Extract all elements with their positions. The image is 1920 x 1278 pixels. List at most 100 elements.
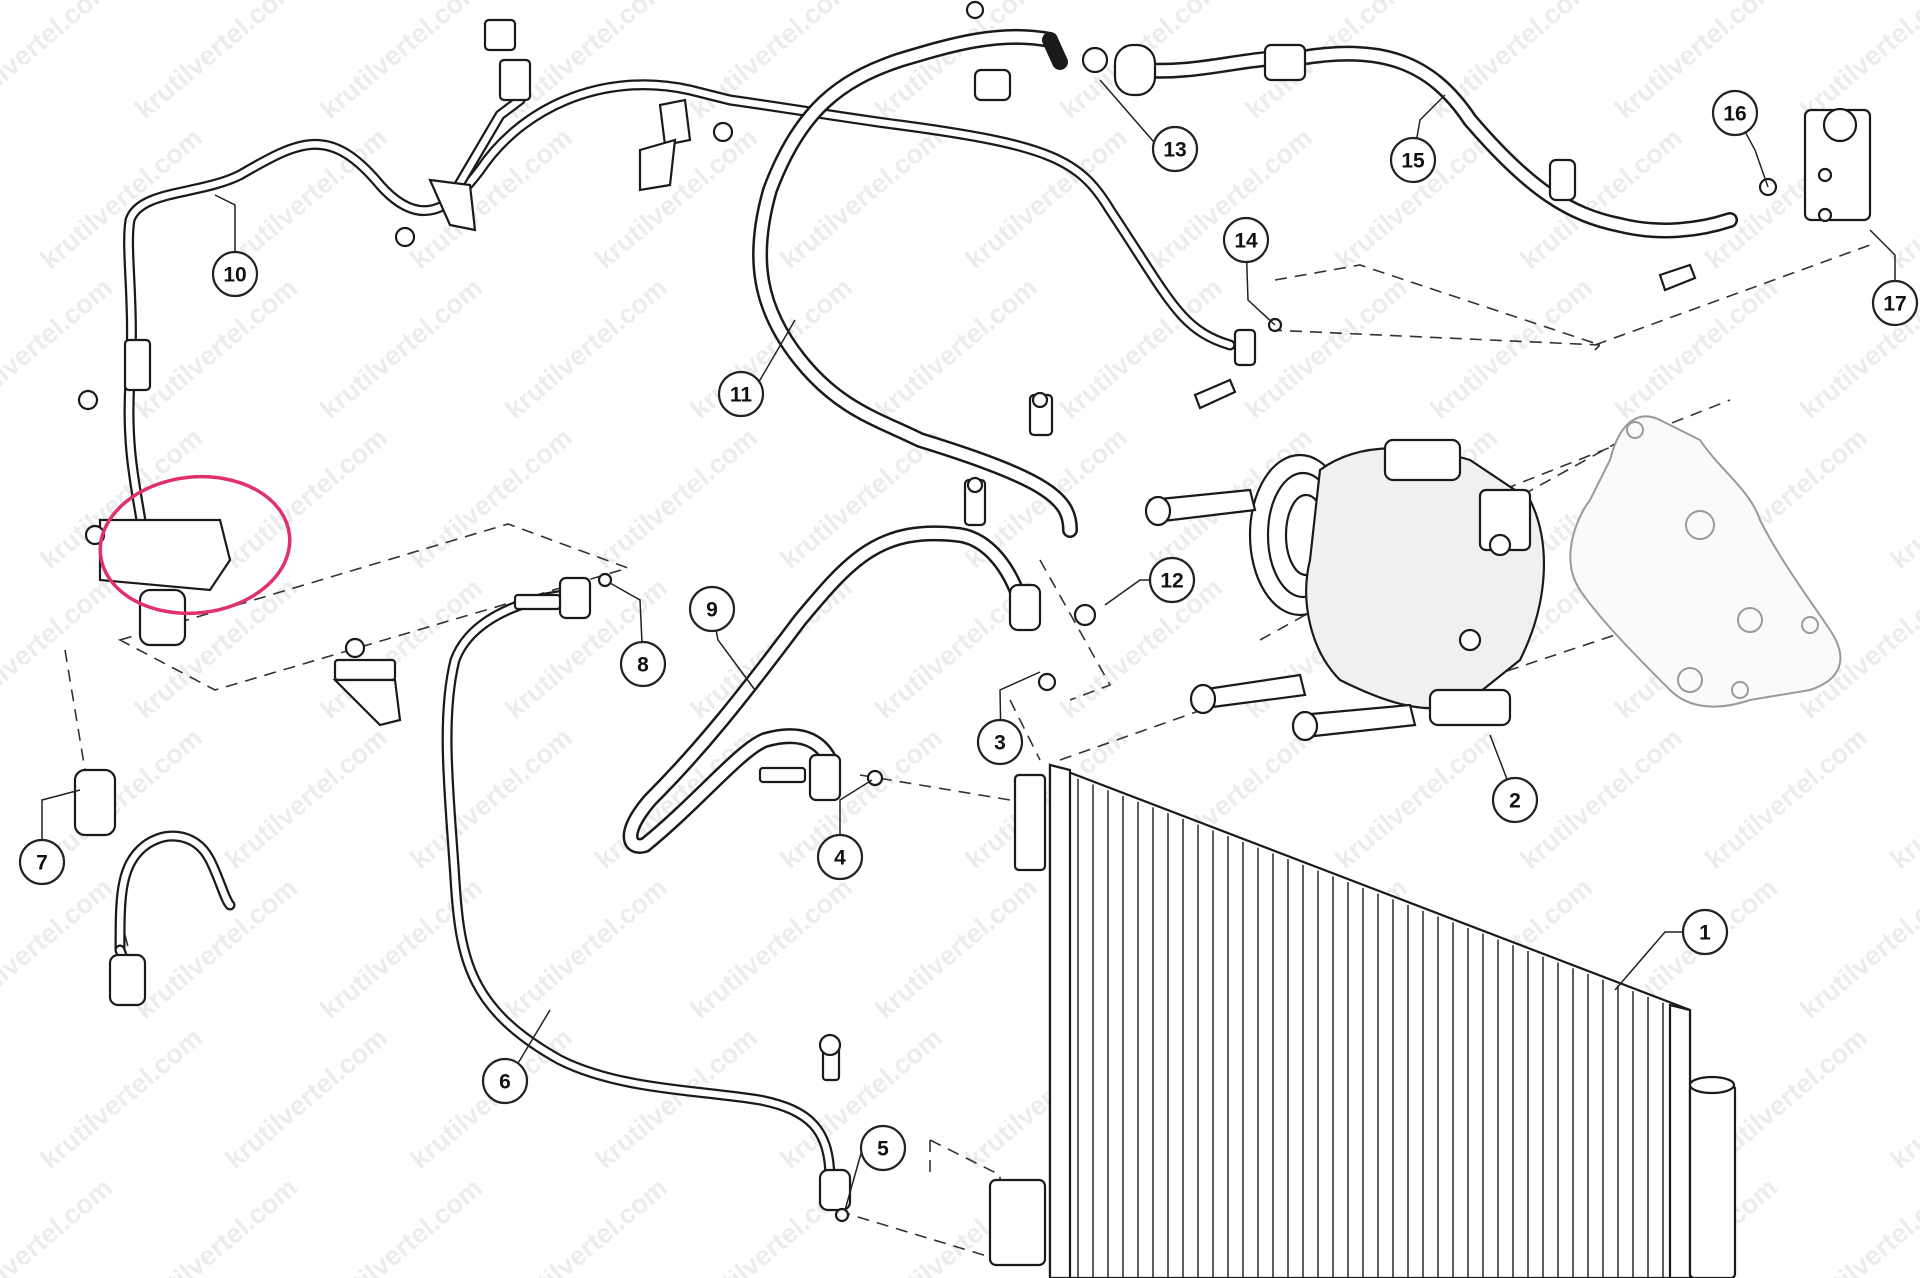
watermark-text: krutilvertel.com: [405, 122, 578, 274]
compressor-2: [1144, 438, 1546, 742]
callout-17: 17: [1871, 279, 1919, 327]
callout-label: 15: [1401, 150, 1425, 173]
callout-2: 2: [1491, 776, 1539, 824]
watermark-text: krutilvertel.com: [220, 722, 393, 874]
watermark-text: krutilvertel.com: [35, 122, 208, 274]
condenser-1: [988, 763, 1737, 1278]
watermark-text: krutilvertel.com: [220, 1022, 393, 1174]
callout-label: 1: [1699, 922, 1711, 945]
callout-6: 6: [481, 1057, 529, 1105]
callout-11: 11: [717, 370, 765, 418]
watermark-text: krutilvertel.com: [0, 1172, 118, 1278]
callout-label: 3: [994, 732, 1006, 755]
watermark-text: krutilvertel.com: [1885, 122, 1920, 274]
watermark-text: krutilvertel.com: [1515, 722, 1688, 874]
callout-label: 6: [499, 1071, 511, 1094]
callout-12: 12: [1148, 556, 1196, 604]
watermark-text: krutilvertel.com: [1610, 272, 1783, 424]
watermark-text: krutilvertel.com: [1700, 722, 1873, 874]
callout-circle: [1491, 776, 1539, 824]
watermark-text: krutilvertel.com: [220, 422, 393, 574]
callout-4: 4: [816, 833, 864, 881]
compressor-bracket: [1569, 415, 1842, 708]
callout-label: 9: [706, 599, 718, 622]
callout-8: 8: [619, 640, 667, 688]
highlight-circle: [98, 474, 292, 616]
callout-circle: [688, 585, 736, 633]
watermark-text: krutilvertel.com: [870, 872, 1043, 1024]
callout-circle: [976, 718, 1024, 766]
callout-label: 13: [1163, 139, 1186, 162]
callout-10: 10: [211, 250, 259, 298]
callout-label: 16: [1723, 103, 1746, 126]
callout-label: 4: [834, 847, 846, 870]
watermark-text: krutilvertel.com: [0, 572, 118, 724]
callout-9: 9: [688, 585, 736, 633]
callout-label: 2: [1509, 790, 1521, 813]
watermark-text: krutilvertel.com: [0, 872, 118, 1024]
callout-circle: [717, 370, 765, 418]
watermark-text: krutilvertel.com: [315, 272, 488, 424]
callout-label: 14: [1234, 230, 1258, 253]
callout-5: 5: [859, 1124, 907, 1172]
watermark-text: krutilvertel.com: [685, 872, 858, 1024]
watermark-text: krutilvertel.com: [500, 1172, 673, 1278]
watermark-text: krutilvertel.com: [130, 0, 303, 125]
callout-16: 16: [1711, 89, 1759, 137]
watermark-text: krutilvertel.com: [1330, 722, 1503, 874]
watermark-text: krutilvertel.com: [130, 272, 303, 424]
watermark-text: krutilvertel.com: [1795, 1172, 1920, 1278]
watermark-text: krutilvertel.com: [775, 122, 948, 274]
callout-circle: [1148, 556, 1196, 604]
callout-circle: [1711, 89, 1759, 137]
callout-label: 7: [36, 852, 48, 875]
watermark-text: krutilvertel.com: [590, 122, 763, 274]
callout-circle: [18, 838, 66, 886]
callout-3: 3: [976, 718, 1024, 766]
hose-15: [1132, 45, 1738, 239]
watermark-text: krutilvertel.com: [130, 1172, 303, 1278]
callout-label: 12: [1160, 570, 1183, 593]
callout-circle: [619, 640, 667, 688]
watermark-text: krutilvertel.com: [1795, 0, 1920, 125]
hose-9: [622, 525, 1028, 854]
watermark-text: krutilvertel.com: [1240, 272, 1413, 424]
watermark-text: krutilvertel.com: [500, 272, 673, 424]
callout-label: 5: [877, 1138, 889, 1161]
callout-circle: [816, 833, 864, 881]
watermark-text: krutilvertel.com: [315, 1172, 488, 1278]
callout-7: 7: [18, 838, 66, 886]
watermark-text: krutilvertel.com: [315, 0, 488, 125]
watermark-text: krutilvertel.com: [1795, 872, 1920, 1024]
callout-circle: [1151, 125, 1199, 173]
hose-11: [752, 28, 1078, 538]
watermark-text: krutilvertel.com: [405, 722, 578, 874]
callout-circle: [1871, 279, 1919, 327]
callout-circle: [481, 1057, 529, 1105]
callout-circle: [211, 250, 259, 298]
watermark-text: krutilvertel.com: [590, 422, 763, 574]
callout-label: 17: [1883, 293, 1906, 316]
callout-circle: [859, 1124, 907, 1172]
watermark-text: krutilvertel.com: [35, 1022, 208, 1174]
watermark-text: krutilvertel.com: [130, 872, 303, 1024]
watermark-text: krutilvertel.com: [870, 272, 1043, 424]
watermark-text: krutilvertel.com: [1885, 422, 1920, 574]
watermark-text: krutilvertel.com: [1885, 1022, 1920, 1174]
watermark-text: krutilvertel.com: [0, 272, 118, 424]
watermark-text: krutilvertel.com: [405, 422, 578, 574]
callout-circle: [1389, 136, 1437, 184]
callout-14: 14: [1222, 216, 1270, 264]
callout-circle: [1222, 216, 1270, 264]
pipe-6: [441, 589, 836, 1186]
callout-label: 10: [223, 264, 246, 287]
watermark-text: krutilvertel.com: [590, 722, 763, 874]
callout-15: 15: [1389, 136, 1437, 184]
callout-13: 13: [1151, 125, 1199, 173]
callout-label: 8: [637, 654, 649, 677]
watermark-text: krutilvertel.com: [500, 872, 673, 1024]
watermark-text: krutilvertel.com: [0, 0, 118, 125]
callout-label: 11: [730, 384, 753, 407]
